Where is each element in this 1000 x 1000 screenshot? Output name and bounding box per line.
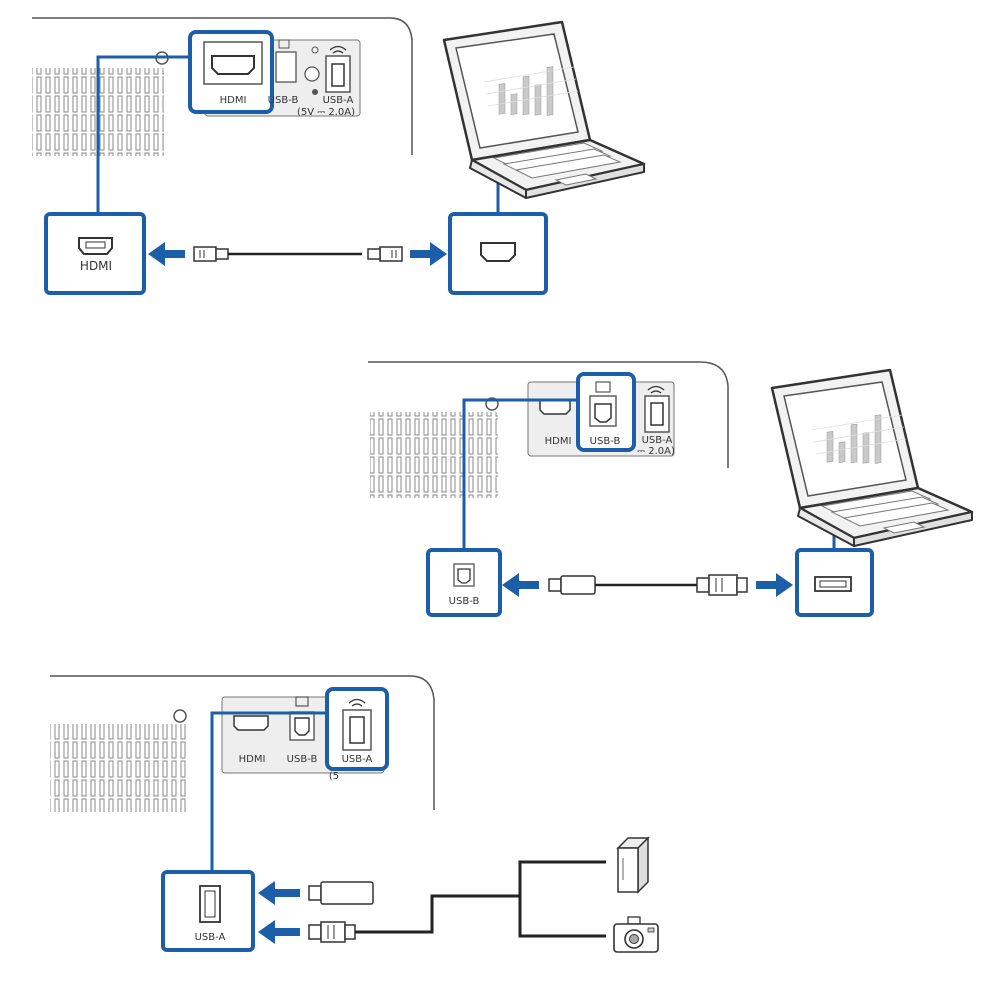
button-icon	[304, 66, 320, 82]
hdmi-port-icon	[539, 399, 571, 415]
usb-flash-drive-icon	[308, 885, 322, 901]
projector-outline	[50, 675, 435, 810]
projector-vents	[50, 724, 186, 812]
usb-b-plug-icon	[560, 575, 596, 595]
digital-camera-icon	[613, 916, 659, 953]
usb-b-port-label: USB-B	[287, 754, 318, 765]
usb-a-plug-icon	[696, 577, 710, 593]
indicator-hole	[485, 397, 499, 411]
usb-b-plug-icon	[548, 578, 562, 592]
hdmi-callout-label: HDMI	[80, 259, 112, 273]
laptop-icon	[770, 368, 974, 548]
pin-icon	[312, 89, 318, 95]
power-spec-label: ⎓ 2.0A)	[637, 446, 675, 457]
hdmi-port-icon	[85, 241, 106, 249]
usb-b-slot	[457, 568, 471, 584]
arrow-left-icon	[148, 242, 185, 266]
arrow-left-icon	[502, 573, 539, 597]
usb-b-callout-label: USB-B	[449, 596, 480, 607]
projector-vents	[370, 412, 498, 498]
hdmi-port-icon	[480, 242, 516, 262]
power-spec-label: (5V ⎓ 2.0A)	[297, 107, 355, 118]
callout-leader	[96, 55, 190, 214]
power-spec-label: (5	[329, 771, 339, 782]
usb-a-port-label: USB-A	[323, 95, 354, 106]
hdmi-plug-icon	[367, 246, 403, 262]
hdmi-plug-icon	[193, 246, 229, 262]
pin-icon	[311, 46, 319, 54]
usb-b-slot	[294, 717, 310, 736]
projector-outline	[32, 17, 413, 155]
usb-b-slot	[594, 403, 612, 423]
arrow-left-icon	[258, 920, 300, 944]
arrow-right-icon	[756, 573, 793, 597]
usb-a-plug-icon	[736, 577, 748, 593]
usb-a-callout-label: USB-A	[195, 932, 226, 943]
hdmi-port-icon	[233, 715, 269, 731]
usb-a-slot	[349, 716, 365, 744]
usb-a-port-label: USB-A	[642, 435, 673, 446]
panel-usb-a-connection: HDMI USB-B USB-A (5 USB-A	[50, 675, 659, 953]
projector-outline	[368, 361, 729, 468]
external-hard-drive-icon	[616, 836, 650, 894]
usb-b-top-icon	[278, 39, 290, 49]
callout-leader	[462, 398, 578, 550]
callout-leader	[210, 711, 327, 872]
usb-cable-branch-bottom	[518, 896, 606, 938]
hdmi-port-label: HDMI	[220, 95, 247, 106]
usb-a-plug-icon	[320, 921, 346, 943]
usb-b-port-label: USB-B	[590, 436, 621, 447]
usb-cable-branch-top	[518, 860, 606, 896]
usb-a-port-label: USB-A	[342, 754, 373, 765]
arrow-right-icon	[410, 242, 447, 266]
usb-b-port-label: USB-B	[268, 95, 299, 106]
wireless-icon	[348, 698, 366, 707]
laptop-icon	[442, 20, 646, 200]
wireless-icon	[329, 45, 347, 54]
panel-hdmi-connection: HDMI USB-B USB-A (5V ⎓ 2.0A) HDMI	[32, 17, 646, 295]
usb-a-plug-icon	[344, 924, 356, 940]
hdmi-port-label: HDMI	[545, 436, 572, 447]
usb-b-top-icon	[595, 381, 611, 393]
usb-cable	[355, 894, 520, 934]
arrow-left-icon	[258, 881, 300, 905]
hdmi-port-label: HDMI	[239, 754, 266, 765]
hdmi-port-slot	[211, 55, 255, 75]
usb-b-port-icon	[275, 51, 297, 83]
usb-a-slot	[331, 63, 345, 87]
indicator-hole	[173, 709, 187, 723]
panel-usb-b-connection: HDMI USB-B USB-A ⎓ 2.0A) USB-B	[368, 361, 974, 617]
usb-b-top-icon	[295, 696, 309, 707]
usb-a-slot	[650, 402, 664, 426]
wireless-icon	[647, 385, 665, 394]
hdmi-port-icon	[78, 237, 113, 255]
usb-a-plug-icon	[308, 924, 322, 940]
usb-flash-drive-icon	[320, 881, 374, 905]
usb-a-plug-icon	[708, 574, 738, 596]
